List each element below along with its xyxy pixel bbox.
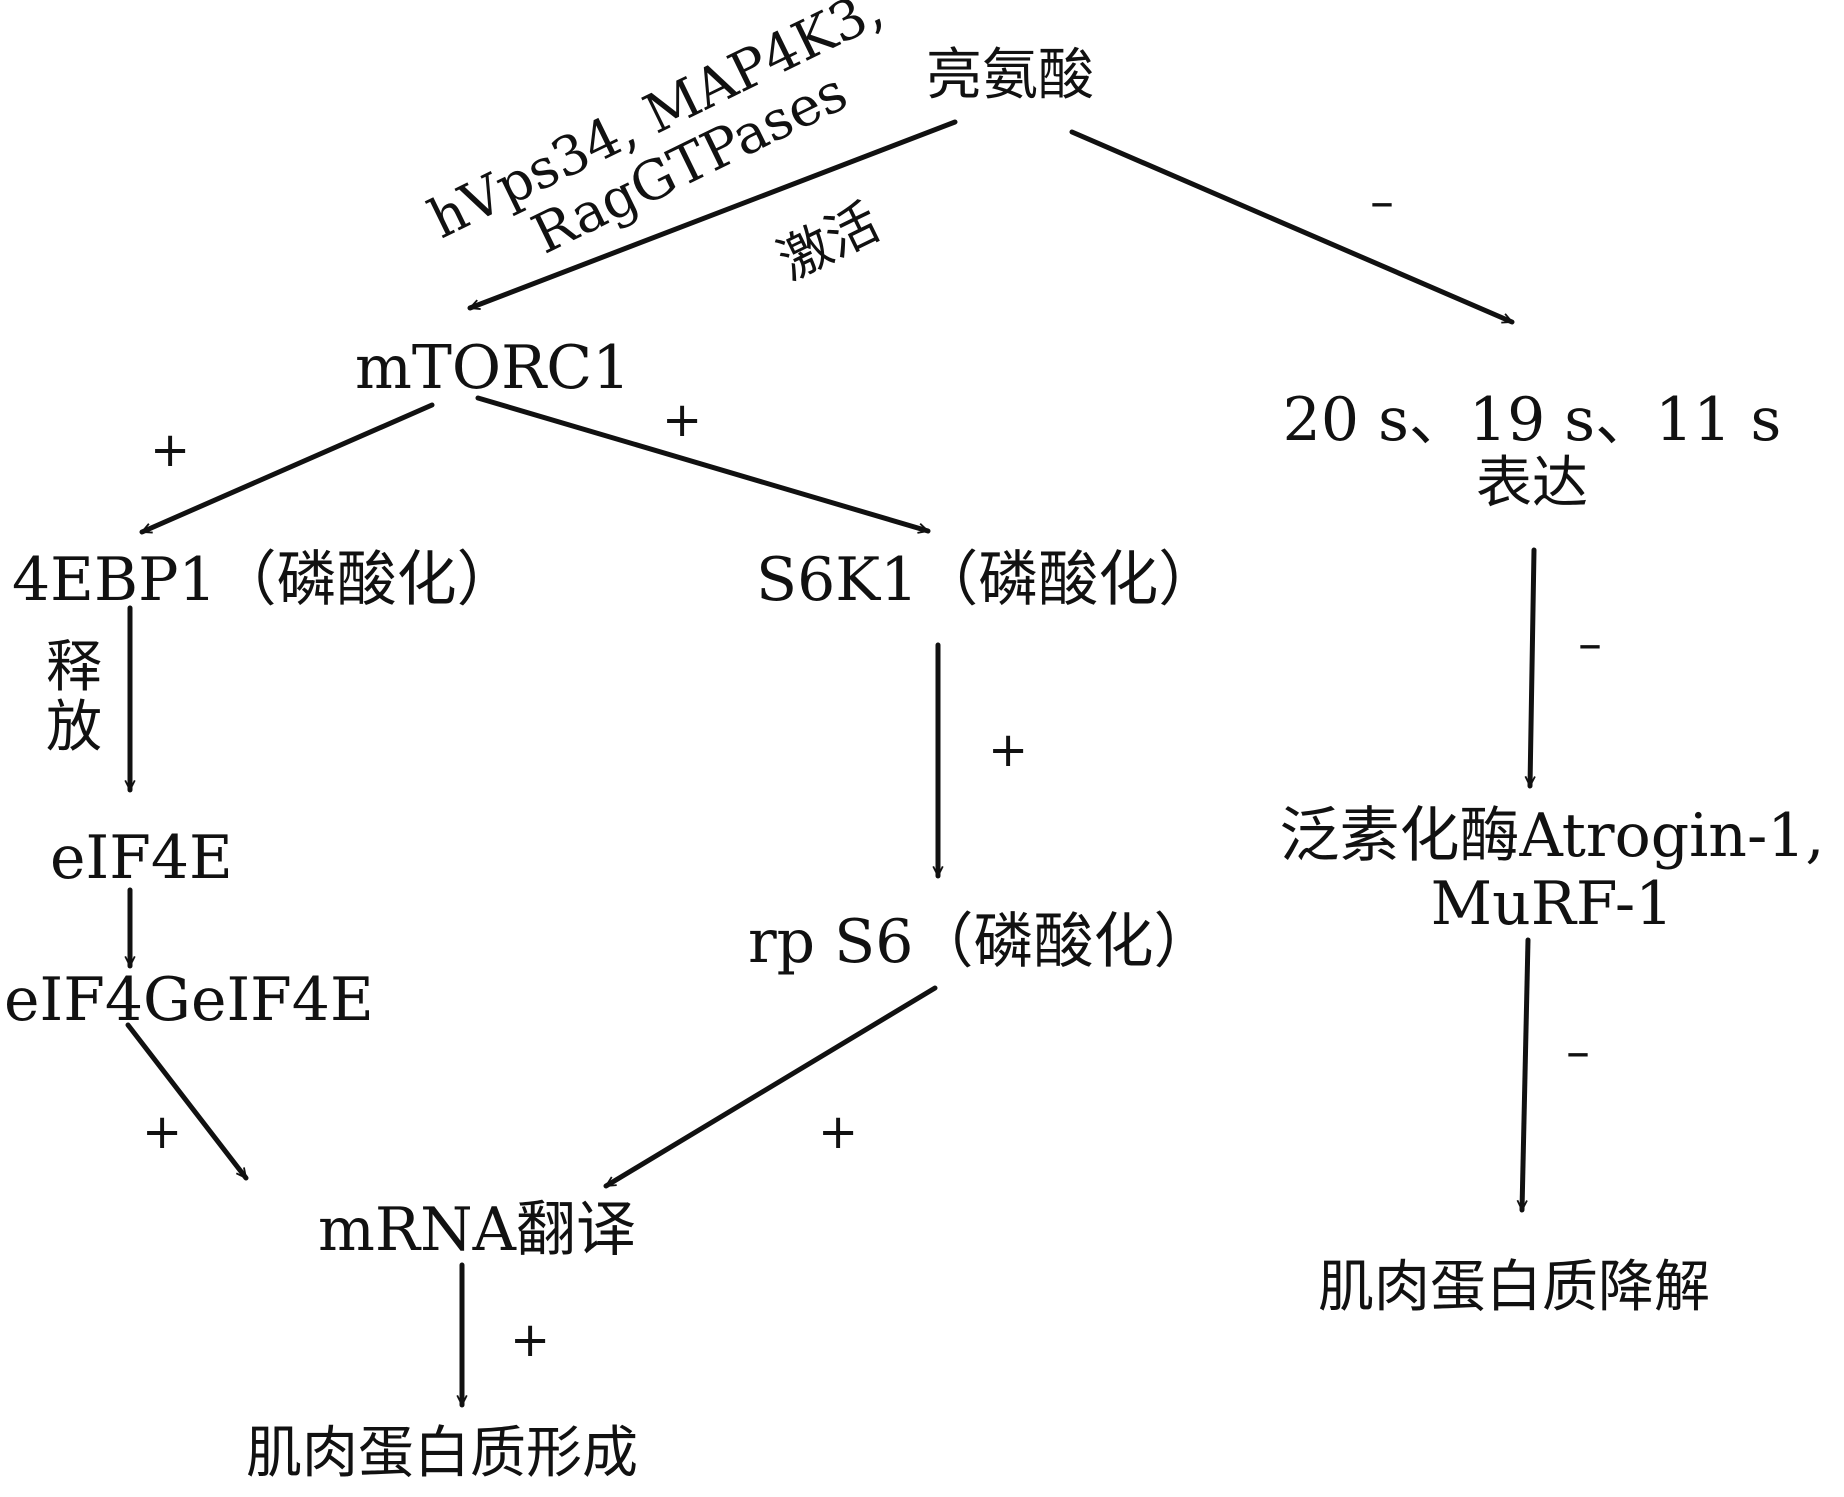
release-char-1: 释 [46,635,102,700]
sign-plus-s6k1-rps6: + [988,722,1029,778]
node-expression: 20 s、19 s、11 s 表达 [1283,390,1782,512]
arrow-mtorc1-to-4ebp1 [139,402,435,535]
node-eif4e: eIF4E [50,823,233,893]
sign-plus-mtorc1-4ebp1: + [150,422,191,478]
node-s6k1: S6K1（磷酸化） [756,545,1219,615]
node-4ebp1: 4EBP1（磷酸化） [12,545,517,615]
arrow-leucine-to-mtorc1 [467,119,958,311]
release-char-2: 放 [46,695,102,760]
node-ubiquitin-line2: MuRF-1 [1430,869,1674,939]
node-expression-line2: 表达 [1475,451,1588,516]
node-formation: 肌肉蛋白质形成 [246,1421,638,1486]
arrow-ubiquitin-to-degradation [1522,937,1531,1213]
sign-plus-mrna-formation: + [510,1312,551,1368]
sign-minus-ubiquitin-degradation: – [1566,1024,1590,1080]
node-ubiquitin-line1: 泛素化酶Atrogin-1, [1279,801,1825,871]
sign-plus-mtorc1-s6k1: + [662,392,703,448]
sign-minus-expression-ubiquitin: – [1578,616,1602,672]
sign-minus-leucine-expression: – [1370,174,1394,230]
arrow-expression-to-ubiquitin [1530,547,1537,789]
release-label: 释 放 [46,640,102,756]
arrow-eif4ge-to-mrna [125,1022,249,1181]
arrow-mtorc1-to-s6k1 [475,395,931,531]
sign-plus-rps6-mrna: + [818,1104,859,1160]
node-leucine: 亮氨酸 [926,43,1094,108]
node-expression-line1: 20 s、19 s、11 s [1282,385,1782,455]
node-mtorc1: mTORC1 [355,333,631,403]
node-ubiquitin: 泛素化酶Atrogin-1, MuRF-1 [1280,806,1825,934]
arrow-rps6-to-mrna [603,985,938,1189]
node-eif4ge: eIF4GeIF4E [4,965,374,1035]
arrow-leucine-to-expression [1069,129,1515,325]
node-degradation: 肌肉蛋白质降解 [1318,1255,1710,1320]
sign-plus-eif4ge-mrna: + [142,1104,183,1160]
node-rps6: rp S6（磷酸化） [748,907,1214,977]
node-mrna: mRNA翻译 [318,1195,636,1265]
